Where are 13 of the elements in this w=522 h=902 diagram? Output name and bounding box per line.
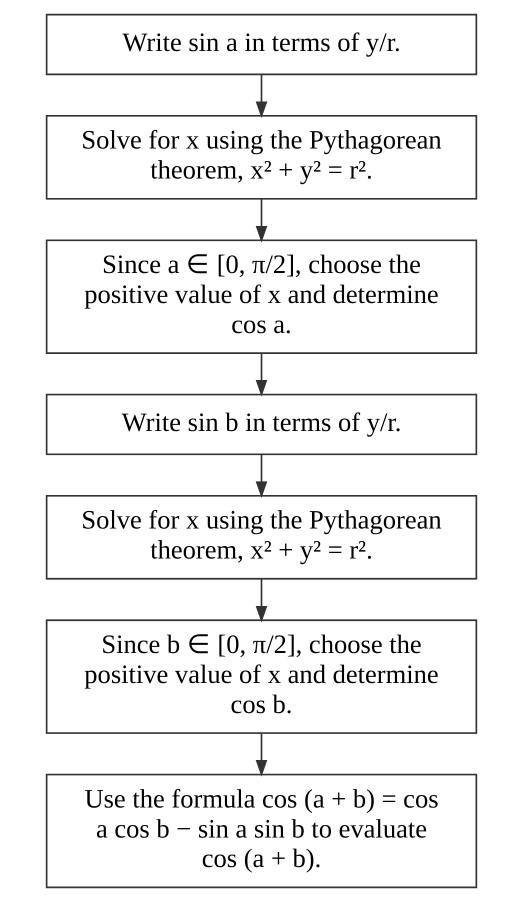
node-box: Write sin b in terms of y/r. — [45, 394, 477, 456]
node-box: Since b ∈ [0, π/2], choose the positive value of x and determine cos b. — [45, 619, 477, 734]
node-box: Write sin a in terms of y/r. — [45, 14, 477, 76]
arrow — [255, 733, 267, 777]
node-box: Solve for x using the Pythagorean theorem, x² + y² = r². — [45, 494, 477, 580]
node-box: Use the formula cos (a + b) = cos a cos b − sin a sin b to evaluate cos (a + b). — [45, 774, 477, 888]
arrow — [255, 454, 267, 498]
node-box: Since a ∈ [0, π/2], choose the positive value of x and determine cos a. — [45, 239, 477, 354]
node-box: Solve for x using the Pythagorean theorem, x² + y² = r². — [45, 115, 477, 200]
arrow — [255, 74, 267, 118]
arrow — [255, 579, 267, 623]
arrow — [255, 353, 267, 397]
arrow — [255, 199, 267, 243]
